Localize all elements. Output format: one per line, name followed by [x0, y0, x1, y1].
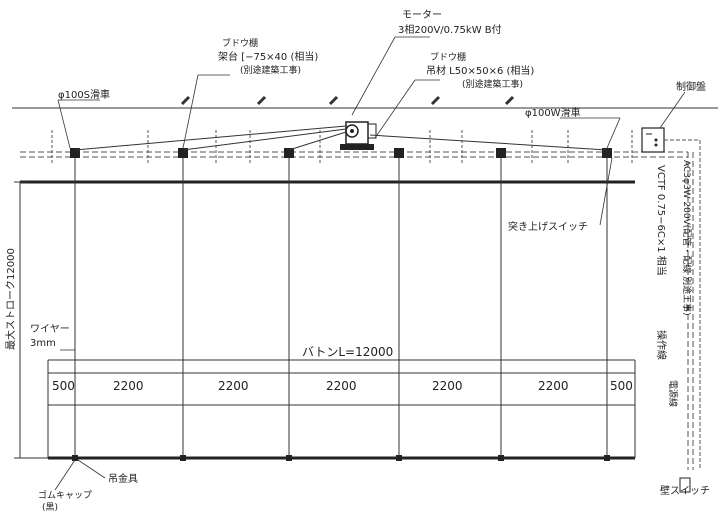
shelf1-title: ブドウ棚	[222, 37, 258, 49]
wire-label: ワイヤー	[30, 324, 70, 335]
wire-size: 3mm	[30, 338, 56, 349]
cable-run	[664, 139, 701, 470]
hooks	[72, 455, 610, 461]
shelf2-note: (別途建築工事)	[462, 78, 523, 90]
pulley-6	[602, 148, 612, 158]
ceiling-hatch	[180, 95, 515, 106]
motor-spec: 3相200V/0.75kW B付	[398, 23, 502, 36]
push-switch-label: 突き上げスイッチ	[508, 220, 588, 233]
dim-4: 2200	[326, 379, 357, 393]
pulleys	[70, 148, 612, 158]
dim-5: 2200	[432, 379, 463, 393]
dim-2: 2200	[113, 379, 144, 393]
dim-7: 500	[610, 379, 633, 393]
wall-switch-icon	[679, 477, 691, 493]
pulley-4	[394, 148, 404, 158]
power-cable-a: 電源線	[667, 380, 679, 407]
shelf2-member: 吊材 L50×50×6 (相当)	[426, 64, 534, 77]
control-panel	[641, 127, 665, 153]
operation-cable-b: VCTF 0.75−6C×1 相当	[655, 165, 668, 276]
support-posts	[51, 130, 633, 165]
pulley-2	[178, 148, 188, 158]
dim-1: 500	[52, 379, 75, 393]
dim-6: 2200	[538, 379, 569, 393]
baton-length: バトンL=12000	[302, 345, 393, 359]
stroke-label: 最大ストローク12000	[4, 248, 17, 350]
hanging-wires	[74, 158, 608, 456]
rails	[20, 151, 694, 470]
pulley-w-label: φ100W滑車	[525, 106, 581, 119]
dim-3: 2200	[218, 379, 249, 393]
pulley-1	[70, 148, 80, 158]
shelf1-note: (別途建築工事)	[240, 64, 301, 76]
pulley-3	[284, 148, 294, 158]
wire-to-motor	[74, 125, 608, 151]
baton-dimension	[47, 359, 636, 458]
rubber-cap-label: ゴムキャップ	[38, 489, 92, 501]
stroke-dimension	[14, 181, 48, 459]
control-panel-label: 制御盤	[676, 80, 706, 93]
hook-label: 吊金具	[108, 472, 138, 485]
rubber-cap-color: (黒)	[42, 502, 58, 513]
pulley-s-label: φ100S滑車	[58, 88, 110, 101]
motor	[340, 121, 377, 150]
operation-cable-a: 操作線	[655, 330, 668, 360]
motor-title: モーター	[402, 9, 442, 21]
power-cable-b: AC3φ3W 200V(配管・配線 別途工事)	[681, 160, 693, 316]
wall-switch-label: 壁スイッチ	[660, 484, 710, 497]
leader-lines	[54, 36, 686, 491]
pulley-5	[496, 148, 506, 158]
shelf2-title: ブドウ棚	[430, 51, 466, 63]
shelf1-base: 架台 [−75×40 (相当)	[218, 50, 318, 63]
